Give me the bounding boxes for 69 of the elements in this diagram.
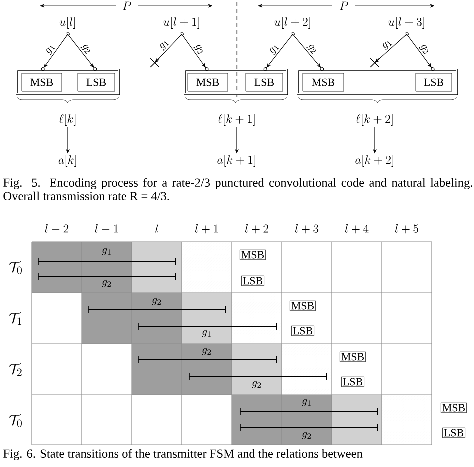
- input-label: $u[l+3]$: [388, 17, 424, 36]
- bit-box: LSB: [442, 428, 466, 438]
- edge-label: $g_2$: [419, 45, 428, 54]
- bit-box: MSB: [302, 73, 344, 92]
- signal-label: $\ell[k+2]$: [356, 114, 393, 126]
- punctured-mark: [150, 58, 160, 68]
- column-header: $l$: [154, 224, 160, 234]
- arrow: [41, 34, 68, 72]
- edge-label: $g_1$: [270, 46, 280, 56]
- edge-label: $g_2$: [306, 45, 316, 54]
- symbol-box: [16, 69, 120, 95]
- edge-label: $g_1$: [383, 41, 392, 50]
- symbol-box: [297, 69, 458, 95]
- arrow: [68, 34, 98, 72]
- interval-label: $g_2$: [102, 280, 112, 288]
- row-label: $\mathcal{T}_1$: [10, 312, 22, 325]
- interval-label: $g_1$: [102, 248, 111, 256]
- bit-box: MSB: [340, 352, 366, 362]
- dimension-label: $P$: [338, 0, 350, 12]
- arrow: [375, 34, 408, 63]
- bit-box: LSB: [242, 276, 264, 286]
- symbol-box: [184, 69, 288, 95]
- column-header: $l+2$: [244, 223, 270, 235]
- signal-label: $a[k+2]$: [356, 155, 394, 167]
- interval-label: $g_2$: [302, 432, 312, 440]
- row-label: $\mathcal{T}_0$: [10, 414, 22, 428]
- column-header: $l+5$: [394, 223, 420, 235]
- bit-box: LSB: [342, 376, 364, 388]
- column-header: $l-2$: [44, 223, 70, 235]
- arrow: [406, 34, 435, 72]
- bit-box: MSB: [22, 73, 62, 92]
- signal-label: $\ell[k+1]$: [218, 114, 255, 126]
- column-header: $l-1$: [94, 223, 120, 235]
- row-label: $\mathcal{T}_0$: [10, 262, 22, 274]
- bit-box: LSB: [416, 73, 452, 92]
- bit-box: LSB: [246, 73, 284, 92]
- signal-label: $\ell[k]$: [59, 114, 76, 126]
- bit-box: LSB: [292, 326, 314, 336]
- interval-label: $g_2$: [202, 348, 212, 356]
- interval-label: $g_2$: [252, 381, 262, 389]
- bit-box: MSB: [440, 402, 468, 414]
- edge-label: $g_1$: [46, 46, 56, 56]
- signal-label: $a[k]$: [58, 155, 76, 167]
- column-header: $l+3$: [294, 223, 320, 235]
- bit-box: MSB: [290, 300, 316, 312]
- column-header: $l+4$: [344, 223, 370, 235]
- arrow: [182, 34, 209, 72]
- caption: Fig. 6. State transitions of the transmitter FSM and the relations between: [4, 449, 363, 461]
- signal-label: $a[k+1]$: [218, 155, 256, 167]
- caption: Fig. 5. Encoding process for a rate-2/3 punctured convolutional code and natural labeling. Overall transmission rate R = 4/3.: [4, 178, 472, 201]
- bit-box: MSB: [240, 250, 266, 260]
- arrow: [155, 34, 182, 63]
- input-label: $u[l+1]$: [164, 17, 200, 36]
- edge-label: $g_2$: [80, 45, 90, 54]
- input-label: $u[l]$: [60, 17, 76, 36]
- arrow: [292, 34, 324, 72]
- edge-label: $g_2$: [194, 45, 203, 54]
- column-header: $l+1$: [194, 223, 220, 235]
- interval-label: $g_1$: [302, 399, 311, 407]
- dimension-label: $P$: [121, 0, 133, 12]
- bit-box: LSB: [78, 73, 116, 92]
- row-label: $\mathcal{T}_2$: [10, 364, 22, 376]
- input-label: $u[l+2]$: [274, 17, 310, 36]
- punctured-mark: [370, 58, 380, 68]
- interval-label: $g_2$: [152, 298, 162, 306]
- arrow: [264, 34, 294, 72]
- edge-label: $g_1$: [160, 42, 170, 51]
- interval-label: $g_1$: [202, 330, 211, 338]
- bit-box: MSB: [188, 73, 228, 92]
